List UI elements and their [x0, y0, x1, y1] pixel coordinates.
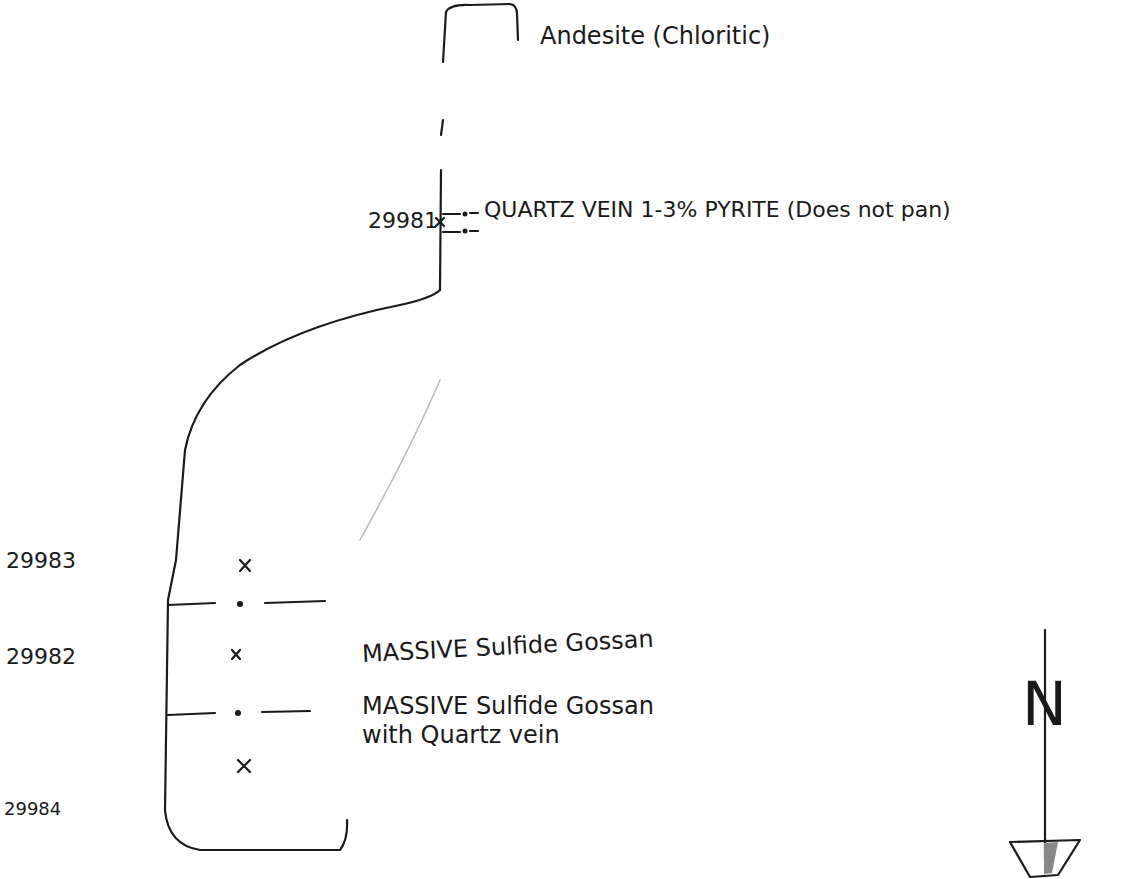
sample-mark	[232, 650, 240, 659]
north-arrow	[1044, 630, 1046, 858]
sample-mark	[238, 760, 250, 772]
unit-label: MASSIVE Sulfide Gossan	[361, 625, 654, 669]
sample-number: 29984	[4, 798, 61, 820]
sample-number: 29983	[6, 548, 76, 574]
rock-label: Andesite (Chloritic)	[540, 22, 770, 51]
vein-symbol	[443, 213, 478, 232]
north-arrow	[1010, 840, 1080, 877]
vein-note: QUARTZ VEIN 1-3% PYRITE (Does not pan)	[484, 197, 951, 223]
sample-mark	[240, 560, 250, 571]
trench-outline	[360, 380, 440, 540]
trench-outline	[443, 4, 518, 62]
unit-label: MASSIVE Sulfide Gossan with Quartz vein	[362, 692, 662, 750]
trench-outline	[441, 120, 443, 135]
sample-number: 29981	[368, 208, 438, 234]
contact-line	[168, 601, 325, 605]
contact-line	[168, 711, 310, 715]
sample-number: 29982	[6, 644, 76, 670]
north-label: N	[1022, 668, 1067, 740]
